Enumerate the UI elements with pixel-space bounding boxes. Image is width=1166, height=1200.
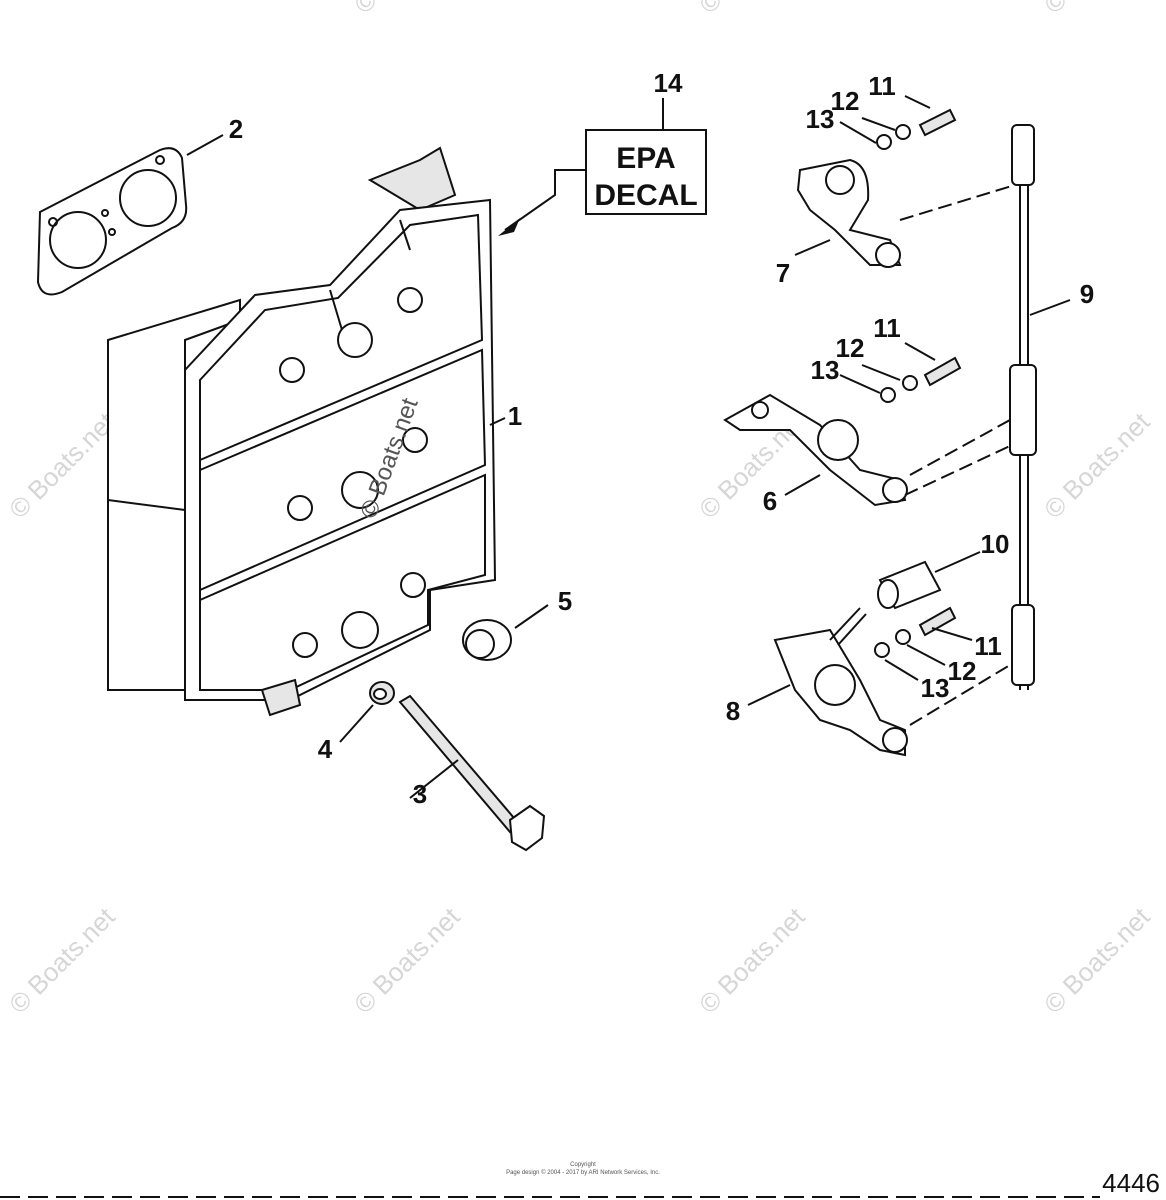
- callout-7: 7: [776, 258, 790, 288]
- watermark: © Boats.net: [3, 901, 121, 1019]
- leader-lines: [186, 95, 1071, 799]
- callout-9: 9: [1080, 279, 1094, 309]
- watermark: © Boats.net: [1038, 901, 1156, 1019]
- lever-part-7: [796, 158, 902, 268]
- callout-4: 4: [318, 734, 333, 764]
- callout-11: 11: [974, 631, 1002, 661]
- lever-part-6: [723, 393, 908, 507]
- spacer-part-10: [877, 560, 942, 610]
- bolt-part-3: [398, 694, 546, 852]
- hardware-set-upper: [876, 108, 957, 150]
- callout-labels: 14 2 1 5 4 3 11 12 13 7 9 11 12 13 6 10 …: [229, 68, 1094, 809]
- callout-12: 12: [836, 333, 865, 363]
- callout-6: 6: [763, 486, 777, 516]
- washer-part-4: [369, 681, 395, 705]
- epa-decal-line-2: DECAL: [594, 179, 697, 212]
- epa-decal-line-1: EPA: [616, 142, 675, 175]
- watermark: © Boats.net: [693, 901, 811, 1019]
- hardware-set-lower: [874, 606, 957, 658]
- callout-12: 12: [831, 86, 860, 116]
- watermark: © Boats.net: [348, 0, 466, 19]
- callout-13: 13: [921, 673, 950, 703]
- figure-number: 4446: [1102, 1168, 1160, 1198]
- watermark: © Boats.net: [693, 0, 811, 19]
- callout-13: 13: [806, 104, 835, 134]
- callout-1: 1: [508, 401, 522, 431]
- callout-3: 3: [413, 779, 427, 809]
- callout-5: 5: [558, 586, 572, 616]
- module-housing-part-1: [107, 146, 497, 717]
- lever-part-8: [773, 607, 908, 757]
- callout-8: 8: [726, 696, 740, 726]
- callout-13: 13: [811, 355, 840, 385]
- linkage-rod-part-9: [1009, 124, 1037, 690]
- watermark: © Boats.net: [1038, 406, 1156, 524]
- callout-2: 2: [229, 114, 243, 144]
- watermark: © Boats.net: [348, 901, 466, 1019]
- callout-11: 11: [868, 71, 896, 101]
- hardware-set-middle: [880, 356, 962, 403]
- callout-12: 12: [948, 656, 977, 686]
- plug-part-5: [462, 619, 512, 661]
- callout-10: 10: [981, 529, 1010, 559]
- copyright-line-1: Copyright: [570, 1162, 596, 1168]
- copyright-line-2: Page design © 2004 - 2017 by ARI Network…: [506, 1169, 660, 1176]
- gasket-part-2: [36, 147, 188, 296]
- callout-14: 14: [654, 68, 683, 98]
- watermark: © Boats.net: [1038, 0, 1156, 19]
- watermark: © Boats.net: [3, 406, 121, 524]
- callout-11: 11: [873, 313, 901, 343]
- epa-decal: EPA DECAL: [585, 129, 707, 215]
